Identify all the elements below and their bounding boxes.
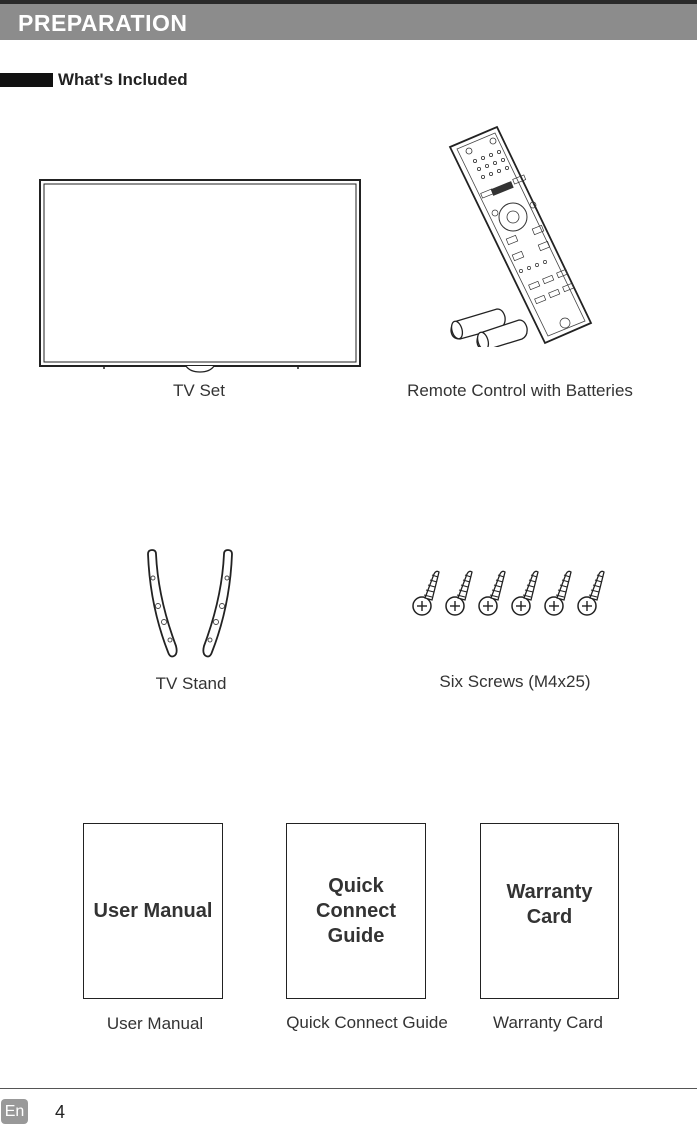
subsection-title: What's Included [58,70,188,89]
tv-stand-illustration [147,549,233,658]
user-manual-caption: User Manual [106,1014,204,1033]
tv-set-caption: TV Set [173,381,225,400]
page-number: 4 [55,1102,66,1122]
user-manual-booklet: User Manual [83,823,223,999]
remote-caption: Remote Control with Batteries [407,381,633,400]
warranty-card-booklet-title: Warranty Card [506,881,593,928]
user-manual-booklet-title: User Manual [93,899,213,922]
tv-set-illustration [39,179,361,373]
section-header-bar: PREPARATION [0,4,697,40]
remote-control-illustration [448,125,593,347]
top-rule [0,0,697,4]
quick-guide-booklet: Quick Connect Guide [286,823,426,999]
page-title: PREPARATION [18,10,188,36]
heading-marker [0,73,53,87]
footer-rule [0,1088,697,1089]
warranty-card-booklet: Warranty Card [480,823,619,999]
tv-stand-caption: TV Stand [155,674,227,693]
quick-guide-booklet-title: Quick Connect Guide [316,874,396,947]
warranty-card-caption: Warranty Card [493,1013,603,1032]
screws-caption: Six Screws (M4x25) [439,672,591,691]
screws-illustration [412,570,605,616]
language-badge: En [1,1099,28,1124]
quick-guide-caption: Quick Connect Guide [286,1013,448,1032]
